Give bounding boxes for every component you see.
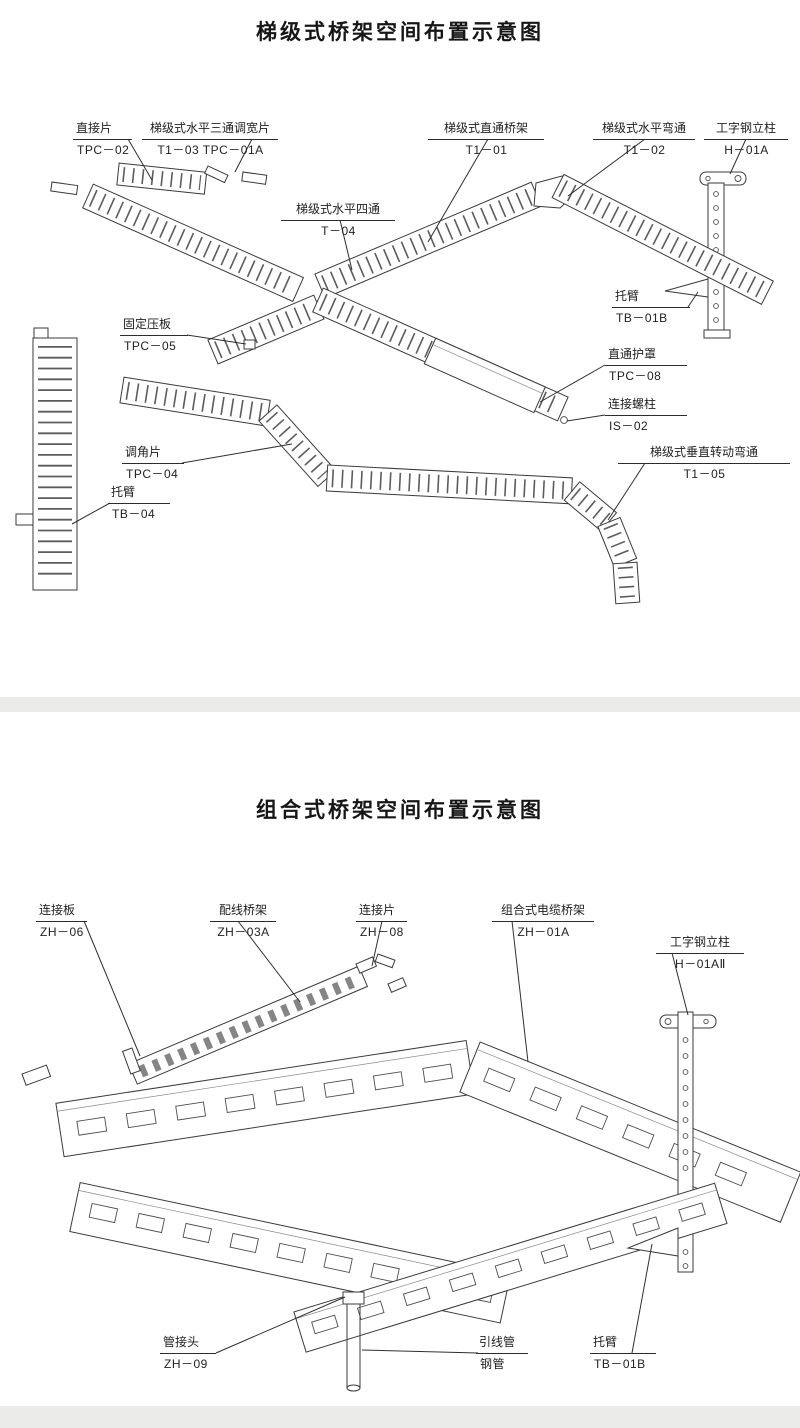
callout-lead-in-pipe: 引线管 钢管	[476, 1334, 528, 1373]
callout-horizontal-tee: 梯级式水平三通调宽片 T1－03 TPC－01A	[142, 120, 278, 159]
combined-tray-diagram-panel: 组合式桥架空间布置示意图	[0, 712, 800, 1406]
callout-bracket-arm-2: 托臂 TB－04	[108, 484, 170, 523]
straight-cover	[423, 337, 546, 414]
connecting-stud	[560, 416, 568, 424]
callout-straight-cover: 直通护罩 TPC－08	[605, 346, 687, 385]
callout-connecting-stud: 连接螺柱 IS－02	[605, 396, 687, 435]
callout-angle-piece: 调角片 TPC－04	[122, 444, 184, 483]
callout-connecting-plate: 连接板 ZH－06	[36, 902, 87, 941]
callout-horizontal-cross: 梯级式水平四通 T－04	[281, 201, 395, 240]
ladder-tray-diagram-panel: 梯级式桥架空间布置示意图	[0, 0, 800, 697]
angle-adjust-section	[258, 404, 337, 488]
lead-in-pipe	[342, 1291, 365, 1392]
diagram2-leader-lines	[83, 920, 689, 1354]
section-divider	[0, 697, 800, 712]
tray-ne-arm	[314, 181, 543, 299]
callout-bracket-arm-3: 托臂 TB－01B	[590, 1334, 656, 1373]
callout-ibeam-column-1: 工字钢立柱 H－01A	[704, 120, 788, 159]
lower-tray-c	[293, 1182, 728, 1353]
vertical-rotating-bend	[563, 481, 641, 605]
callout-connector-piece: 直接片 TPC－02	[73, 120, 133, 159]
wiring-duct	[128, 965, 369, 1085]
diagram1-title: 梯级式桥架空间布置示意图	[256, 21, 544, 44]
tray-right-run	[551, 173, 774, 305]
callout-connecting-piece: 连接片 ZH－08	[356, 902, 407, 941]
duct-connector-pieces	[21, 953, 407, 1086]
diagram1-leader-lines	[71, 138, 747, 525]
combined-tray-right-run	[459, 1041, 800, 1223]
callout-combined-tray: 组合式电缆桥架 ZH－01A	[492, 902, 594, 941]
diagram2-title: 组合式桥架空间布置示意图	[256, 799, 544, 822]
tray-sw-arm	[207, 294, 325, 365]
combined-tray-left-run	[55, 1039, 475, 1158]
diagram1-drawing	[15, 138, 774, 605]
bracket-arm-tb01b-2	[626, 1227, 679, 1257]
pipe-joint	[342, 1291, 365, 1305]
callout-vertical-rotating-bend: 梯级式垂直转动弯通 T1－05	[618, 444, 790, 483]
callout-straight-tray: 梯级式直通桥架 T1－01	[428, 120, 544, 159]
callout-ibeam-column-2: 工字钢立柱 H－01AⅡ	[656, 934, 744, 973]
callout-horizontal-bend: 梯级式水平弯通 T1－02	[593, 120, 695, 159]
callout-wiring-duct: 配线桥架 ZH－03A	[210, 902, 276, 941]
lower-tray-run	[119, 376, 573, 505]
tee-and-connector-plates	[50, 162, 268, 196]
fixing-clamp	[243, 339, 256, 350]
diagram2-drawing	[21, 920, 800, 1392]
bottom-margin-band	[0, 1406, 800, 1428]
callout-pipe-joint: 管接头 ZH－09	[160, 1334, 216, 1373]
callout-fixing-clamp: 固定压板 TPC－05	[120, 316, 188, 355]
tray-nw-arm	[82, 183, 305, 303]
wall-ladder	[15, 327, 78, 591]
callout-bracket-arm-1: 托臂 TB－01B	[612, 288, 690, 327]
